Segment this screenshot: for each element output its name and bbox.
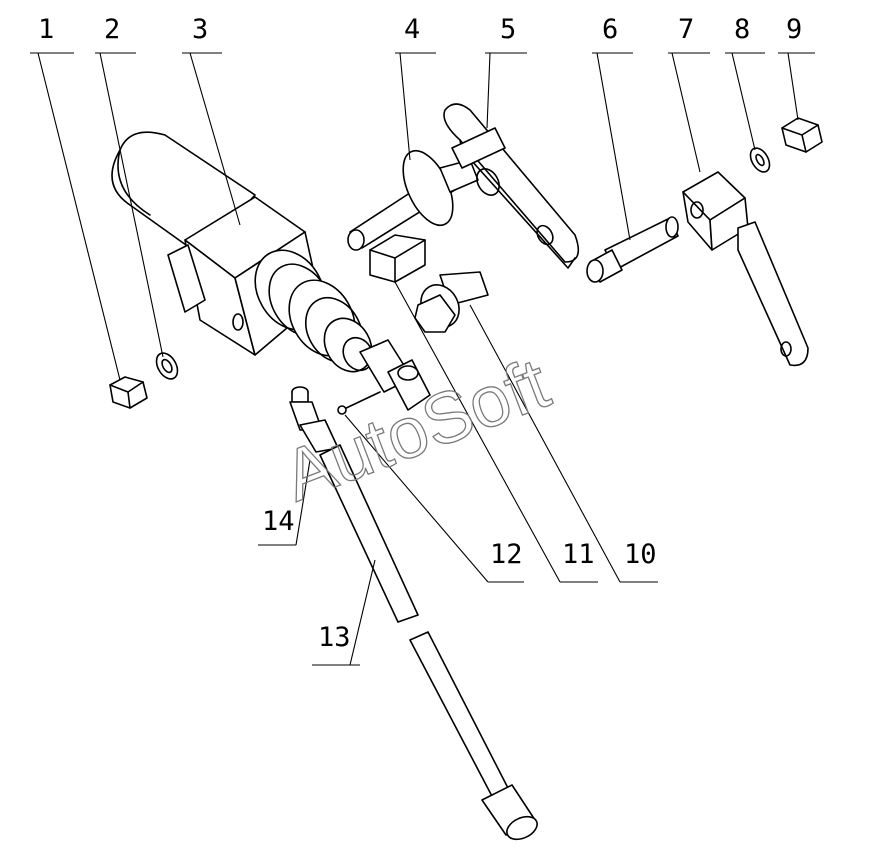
part-10-bolt — [414, 271, 489, 333]
part-11-bolt — [369, 234, 426, 283]
callout-9: 9 — [786, 14, 802, 45]
part-4-shaft — [347, 149, 479, 251]
part-8-washer — [749, 147, 771, 173]
callout-11: 11 — [562, 539, 595, 570]
callout-3: 3 — [192, 14, 208, 45]
callout-10: 10 — [624, 539, 657, 570]
callout-6: 6 — [602, 14, 618, 45]
part-13-tube — [319, 444, 538, 841]
callout-4: 4 — [404, 14, 420, 45]
part-1-nut — [109, 376, 148, 409]
part-5-plate — [443, 103, 580, 269]
callout-1: 1 — [38, 14, 54, 45]
callout-8: 8 — [734, 14, 750, 45]
leader-lines — [30, 52, 815, 666]
part-9-nut — [781, 117, 823, 153]
part-3-actuator — [111, 131, 374, 373]
callout-7: 7 — [678, 14, 694, 45]
callout-labels: 1 2 3 4 5 6 7 8 9 10 11 12 13 14 — [38, 14, 802, 653]
callout-2: 2 — [104, 14, 120, 45]
part-12-union-fitting — [337, 339, 431, 415]
part-7-lever — [682, 171, 809, 367]
callout-5: 5 — [500, 14, 516, 45]
callout-14: 14 — [262, 506, 295, 537]
part-6-screw — [586, 216, 679, 283]
callout-13: 13 — [318, 622, 351, 653]
part-2-washer — [155, 352, 179, 380]
callout-12: 12 — [490, 539, 523, 570]
